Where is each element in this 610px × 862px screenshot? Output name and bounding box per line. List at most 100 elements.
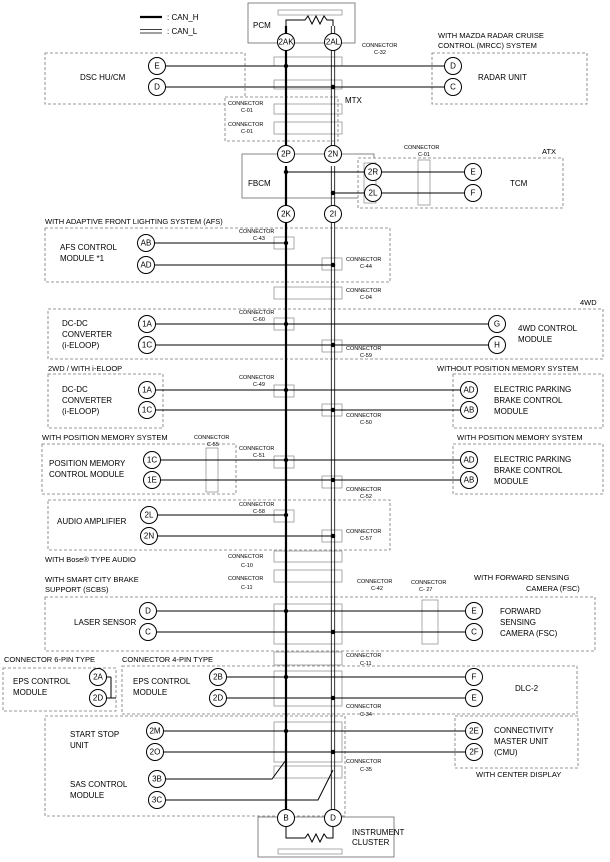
- sas-label-2: MODULE: [70, 791, 104, 800]
- afs-box: [44, 227, 391, 283]
- posmem-box: [41, 443, 237, 495]
- dcdc2-pin-1: 1A: [138, 381, 156, 399]
- svg-text:B: B: [283, 814, 288, 823]
- laser-header-1: WITH SMART CITY BRAKE: [45, 575, 139, 584]
- posmem-label-1: POSITION MEMORY: [49, 459, 126, 468]
- posmem-header: WITH POSITION MEMORY SYSTEM: [42, 433, 168, 442]
- legend-can-l: : CAN_L: [167, 27, 198, 36]
- dcdc2-header: 2WD / WITH i-ELOOP: [48, 364, 122, 373]
- svg-text:D: D: [450, 62, 456, 71]
- epb1-box: [452, 373, 604, 429]
- fsc-label-3: CAMERA (FSC): [500, 629, 558, 638]
- connector-c52-a: CONNECTOR: [346, 487, 381, 493]
- radar-box: [431, 52, 588, 105]
- radar-pin-1: D: [444, 57, 462, 75]
- laser-header-2: SUPPORT (SCBS): [45, 585, 109, 594]
- epb2-box: [452, 443, 604, 495]
- connector-c01c-a: CONNECTOR: [404, 145, 439, 151]
- afs-label-2: MODULE *1: [60, 254, 105, 263]
- fsc-label-2: SENSING: [500, 618, 536, 627]
- svg-text:E: E: [471, 607, 476, 616]
- svg-text:F: F: [472, 673, 477, 682]
- connector-c58-a: CONNECTOR: [239, 502, 274, 508]
- connector-c10-b: C-10: [241, 563, 253, 569]
- pcm-pin-h: 2AK: [277, 33, 295, 51]
- connector-c50-a: CONNECTOR: [346, 413, 381, 419]
- laser-pin-2: C: [139, 623, 157, 641]
- epb1-pin-1: AD: [460, 381, 478, 399]
- epb2-pin-1: AD: [460, 451, 478, 469]
- epb1-label-1: ELECTRIC PARKING: [494, 385, 571, 394]
- fsc-header-1: WITH FORWARD SENSING: [474, 573, 570, 582]
- connector-c60-b: C-60: [253, 317, 265, 323]
- svg-text:H: H: [494, 341, 500, 350]
- connector-c32-b: C-32: [374, 50, 386, 56]
- connector-c01a-a: CONNECTOR: [228, 101, 263, 107]
- sas-label-1: SAS CONTROL: [70, 780, 128, 789]
- afs-pin-1: AB: [137, 234, 155, 252]
- dsc-pin-1: E: [148, 57, 166, 75]
- connector-c43-a: CONNECTOR: [239, 229, 274, 235]
- svg-text:D: D: [145, 607, 151, 616]
- dcdc1-pin-1: 1A: [138, 315, 156, 333]
- amp-pin-1: 2L: [140, 506, 158, 524]
- svg-text:C: C: [145, 628, 151, 637]
- afs-header: WITH ADAPTIVE FRONT LIGHTING SYSTEM (AFS…: [45, 217, 223, 226]
- dcdc2-label-3: (i-ELOOP): [62, 407, 100, 416]
- svg-text:AD: AD: [463, 456, 474, 465]
- branch-wires: [106, 65, 490, 801]
- svg-text:G: G: [494, 320, 500, 329]
- dlc-pin-2: E: [465, 689, 483, 707]
- connector-c11a-b: C-11: [241, 585, 253, 591]
- connector-c11a-a: CONNECTOR: [228, 576, 263, 582]
- legend: : CAN_H : CAN_L: [140, 13, 199, 36]
- fsc-pin-2: C: [465, 623, 483, 641]
- pcm-label: PCM: [253, 21, 271, 30]
- dcdc1-pin-2: 1C: [138, 336, 156, 354]
- svg-text:2O: 2O: [150, 748, 161, 757]
- eps4-label-2: MODULE: [133, 688, 167, 697]
- eps4-pin-2: 2D: [209, 689, 227, 707]
- pcm-pin-l: 2AL: [324, 33, 342, 51]
- tcm-pin-mid-l: 2L: [364, 184, 382, 202]
- svg-text:2M: 2M: [149, 727, 160, 736]
- svg-text:2E: 2E: [469, 727, 479, 736]
- tcm-region-box: [357, 157, 564, 209]
- eps6-label-2: MODULE: [13, 688, 47, 697]
- startstop-pin-1: 2M: [146, 722, 164, 740]
- connector-c57-a: CONNECTOR: [346, 529, 381, 535]
- svg-text:2B: 2B: [213, 673, 223, 682]
- pcm-terminator: [277, 9, 343, 26]
- svg-text:E: E: [470, 168, 475, 177]
- connector-c01b-a: CONNECTOR: [228, 122, 263, 128]
- cluster-label-2: CLUSTER: [352, 838, 390, 847]
- connector-c42-a: CONNECTOR: [357, 579, 392, 585]
- svg-text:1C: 1C: [142, 406, 152, 415]
- cluster-label-1: INSTRUMENT: [352, 828, 405, 837]
- epb2-label-3: MODULE: [494, 477, 528, 486]
- legend-can-h: : CAN_H: [167, 13, 199, 22]
- fourwd-label-1: 4WD CONTROL: [518, 324, 578, 333]
- tcm-pin-mid-h: 2R: [364, 163, 382, 181]
- connector-c01a-b: C-01: [241, 108, 253, 114]
- eps6-header: CONNECTOR 6-PIN TYPE: [4, 655, 95, 664]
- svg-text:2AK: 2AK: [278, 38, 294, 47]
- dcdc1-label-3: (i-ELOOP): [62, 341, 100, 350]
- connector-c51-b: C-51: [253, 453, 265, 459]
- dcdc1-label-1: DC-DC: [62, 319, 88, 328]
- svg-text:AB: AB: [141, 239, 152, 248]
- fourwd-region-box: [47, 308, 604, 360]
- fbcm-pin-in-l: 2N: [324, 145, 342, 163]
- connector-c01b-b: C-01: [241, 129, 253, 135]
- eps4-region-box: [121, 665, 578, 715]
- connector-c49-a: CONNECTOR: [239, 375, 274, 381]
- svg-text:F: F: [471, 189, 476, 198]
- svg-text:2I: 2I: [330, 210, 337, 219]
- svg-text:3B: 3B: [152, 775, 162, 784]
- fbcm-pin-out-h: 2K: [277, 205, 295, 223]
- dsc-box: [44, 52, 246, 105]
- fourwd-header: 4WD: [580, 298, 597, 307]
- epb1-pin-2: AB: [460, 401, 478, 419]
- svg-text:AB: AB: [464, 476, 475, 485]
